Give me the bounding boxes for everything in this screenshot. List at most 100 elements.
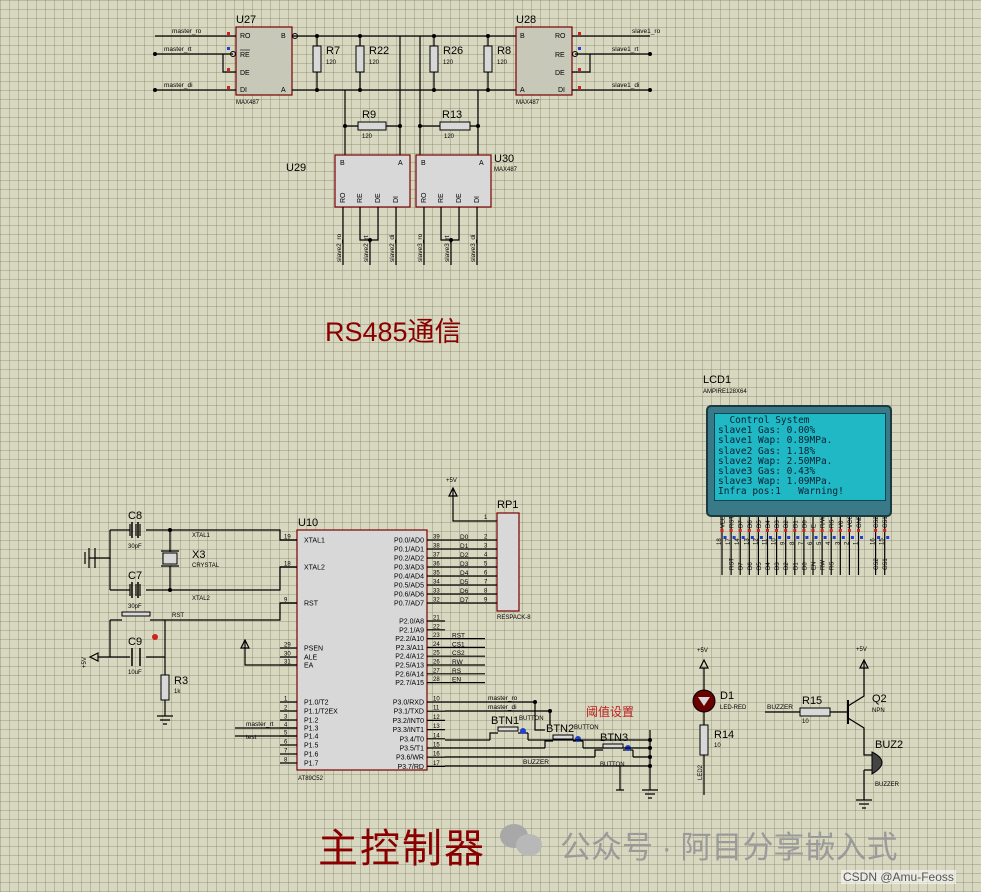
u10-pin-label: P2.2/A10 (395, 636, 424, 643)
r7-value: 120 (326, 60, 337, 66)
r13-resistor[interactable] (439, 121, 471, 131)
btn1-button[interactable] (489, 726, 529, 740)
u27-chip[interactable]: RO RE DE DI B A (235, 26, 293, 96)
u10-pin-number: 30 (284, 652, 291, 658)
r26-resistor[interactable] (429, 45, 439, 73)
btn2-button[interactable] (544, 734, 584, 748)
x3-crystal[interactable] (161, 530, 179, 590)
u10-pin-label: P2.6/A14 (395, 671, 424, 678)
lcd-pin-label: GND (857, 514, 863, 528)
lcd-text-line: Control System (718, 415, 810, 426)
lcd-pin-marker (756, 529, 760, 532)
rp1-pin-number: 5 (484, 562, 488, 568)
u10-pin-number: 17 (433, 761, 440, 767)
r22-resistor[interactable] (355, 45, 365, 73)
u10-pin-label: P0.0/AD0 (394, 538, 424, 545)
u10-right-pins: 39P0.0/AD038P0.1/AD137P0.2/AD236P0.3/AD3… (392, 535, 485, 771)
lcd-pin-label: R/W (821, 516, 827, 528)
rp1-pin-number: 7 (484, 580, 488, 586)
lcd-pin-number: 16 (871, 538, 877, 545)
u10-pin-number: 35 (433, 571, 440, 577)
d1-led[interactable] (692, 689, 716, 713)
u10-pin-number: 32 (433, 598, 440, 604)
lcd-pin-label: CS1 (883, 516, 889, 528)
u10-pin-label: P1.2 (304, 718, 319, 725)
u10-pin-label: P1.7 (304, 761, 319, 768)
u10-pin-label: P1.5 (304, 743, 319, 750)
lcd-pin-label: RST (730, 516, 736, 528)
u28-ref: U28 (516, 14, 536, 26)
c9-capacitor[interactable] (131, 648, 141, 666)
lcd-pin-marker (720, 529, 724, 532)
u10-pin-number: 13 (433, 724, 440, 730)
u10-pin-number: 5 (284, 731, 288, 737)
r7-ref: R7 (326, 45, 340, 57)
u28-type: MAX487 (516, 100, 540, 106)
svg-text:RE: RE (240, 52, 250, 59)
net-master-rt: master_rt (164, 46, 192, 53)
c8-ref: C8 (128, 510, 142, 522)
lcd-pin-label: D0 (802, 520, 808, 528)
svg-text:DI: DI (393, 196, 400, 203)
r3-resistor[interactable] (160, 674, 170, 701)
lcd-pin-number: 14 (735, 538, 741, 545)
lcd-pin-marker (847, 529, 851, 532)
rp1-respack[interactable] (496, 512, 520, 612)
lcd-pin-label: E (812, 524, 818, 528)
rp1-pin-number: 8 (484, 589, 488, 595)
lcd-pin-marker (738, 529, 742, 532)
u10-pin-number: 31 (284, 660, 291, 666)
u10-pin-label: P0.5/AD5 (394, 583, 424, 590)
u27-type: MAX487 (236, 100, 260, 106)
u10-pin-number: 34 (433, 580, 440, 586)
lcd1-type: AMPIRE128X64 (703, 389, 747, 395)
r7-resistor[interactable] (312, 45, 322, 73)
lcd-pin-marker (857, 529, 860, 532)
r9-ref: R9 (362, 109, 376, 121)
btn2-type: BUTTON (574, 725, 599, 731)
net-buzzer-p3: BUZZER (523, 759, 549, 766)
btn3-button[interactable] (594, 743, 634, 757)
net-slave2-di: slave2_di (389, 235, 396, 262)
lcd-pin-label: D1 (793, 520, 799, 528)
u10-pin-number: 7 (284, 749, 288, 755)
p0-net-label: D4 (460, 570, 469, 577)
lcd-pin-number: 15 (880, 538, 886, 545)
lcd-pin-number: 13 (744, 538, 750, 545)
lcd-net-label: D4 (766, 562, 772, 570)
r15-resistor[interactable] (799, 707, 831, 717)
c8-capacitor[interactable] (131, 522, 139, 538)
lcd-pin-label: D6 (748, 520, 754, 528)
rst-button[interactable] (121, 611, 151, 617)
u10-mcu[interactable] (296, 529, 428, 771)
u29-chip[interactable]: B A RO RE DE DI (334, 154, 411, 208)
lcd-net-label: D2 (784, 562, 790, 570)
lcd-pin-label: D3 (775, 520, 781, 528)
r3-value: 1k (174, 689, 181, 695)
lcd-text-line: Infra pos:1 Warning! (718, 486, 844, 498)
lcd-pin-marker (769, 536, 772, 539)
r8-resistor[interactable] (483, 45, 493, 73)
buz2-buzzer[interactable] (863, 745, 883, 800)
u30-chip[interactable]: B A RO RE DE DI (415, 154, 492, 208)
r9-resistor[interactable] (357, 121, 387, 131)
u10-pin-label: P3.4/T0 (399, 736, 424, 743)
lcd-pin-label: VCC (848, 515, 854, 528)
svg-text:RO: RO (240, 33, 251, 40)
u10-pin-label: RST (304, 601, 319, 608)
u10-pin-number: 6 (284, 740, 288, 746)
c7-capacitor[interactable] (131, 582, 139, 598)
net-slave1-di: slave1_di (612, 82, 639, 89)
r3-ref: R3 (174, 675, 188, 687)
u28-chip[interactable]: B A RO RE DE DI (515, 26, 573, 96)
u10-ref: U10 (298, 517, 318, 529)
u10-pin-number: 11 (433, 706, 440, 712)
q2-transistor[interactable] (847, 660, 865, 745)
u10-pin-label: XTAL2 (304, 565, 325, 572)
u10-pin-number: 12 (433, 715, 440, 721)
r14-resistor[interactable] (699, 724, 709, 756)
c9-value: 10uF (128, 670, 142, 676)
vcc-label-rst: +5V (82, 657, 88, 668)
